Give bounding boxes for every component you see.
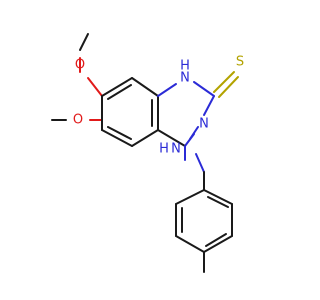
bond-b4 [131,129,159,147]
bond-r1 [203,189,233,205]
atom-ring-nitrogen-3: N [199,117,209,132]
bond-r3 [203,235,233,253]
bond-b1 [101,77,133,97]
bond-r1-inner [207,196,229,208]
atom-ring-hydrogen: H [180,59,190,74]
bond-c8a-n1 [157,83,177,97]
atom-ring-nitrogen-1: N [180,71,190,86]
atom-oxygen-upper: O [75,58,85,73]
atom-oxygen-lower: O [73,113,83,128]
bond-b5-inner [107,126,132,140]
bond-c2-n3 [203,95,215,116]
structure-diagram: O O H N S N H N [51,33,244,273]
bond-r4 [175,235,205,253]
bond-b1-inner [107,84,132,100]
bond-c2-s-b [218,76,239,98]
bond-b5 [101,129,133,147]
bond-n3-c4-inner [189,126,199,140]
bond-upper-methyl [79,33,89,51]
bond-b2 [131,77,159,97]
bond-c4-c4a [157,129,186,147]
bond-r6 [175,189,205,205]
bond-upper-o-ring [87,77,103,97]
atom-amine-hydrogen: H [159,142,169,157]
bond-r3-inner [205,233,227,247]
atom-sulfur: S [236,55,244,70]
bond-n1-c2 [193,81,215,97]
atom-amine-nitrogen: N [171,142,181,157]
bond-c2-s-a [213,71,235,93]
bond-nh-ch2 [195,153,205,173]
